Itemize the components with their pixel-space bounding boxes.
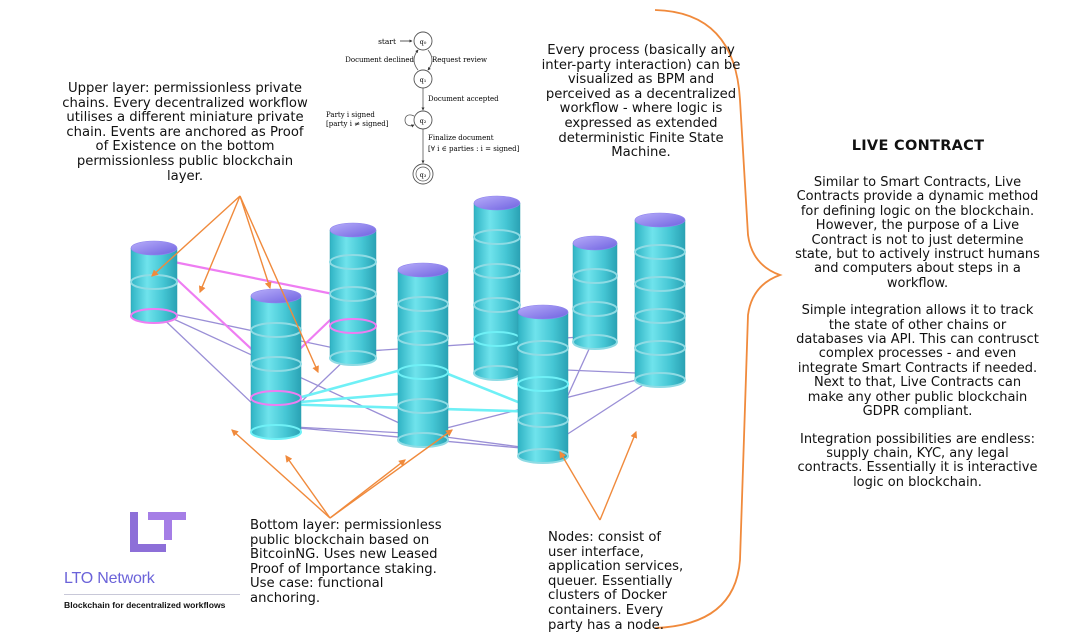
lto-logo-icon [130,512,186,552]
barrel-ring [517,376,569,392]
barrel-ring [634,308,686,324]
barrel-ring [517,448,569,464]
callout-arrow [231,429,331,519]
barrel-ring [473,263,521,279]
barrel-ring [634,244,686,260]
brand-name: LTO Network [64,570,155,587]
barrel-ring [397,432,449,448]
node-stack [634,212,686,388]
barrel-top [634,212,686,228]
fsm-state-q1-label: q₁ [420,76,427,84]
fsm-edge-self-loop [404,114,415,128]
nodes-annotation: Nodes: consist of user interface, applic… [548,530,684,633]
fsm-label-document-accepted: Document accepted [428,95,499,103]
barrel-ring [634,372,686,388]
node-stack [473,195,521,381]
barrel-ring [634,340,686,356]
barrel-top [250,288,302,304]
barrel-ring [329,254,377,270]
barrel-top [397,262,449,278]
fsm-edge-review [427,49,433,71]
barrel-top [517,304,569,320]
callout-arrow [285,455,331,519]
fsm-accept-ring [415,166,431,182]
fsm-label-finalize-condition: [∀ i ∈ parties : i = signed] [428,145,520,153]
callout-arrow [151,195,241,277]
barrel-ring [397,398,449,414]
node-stacks [130,195,686,464]
live-contract-paragraph-3: Integration possibilities are endless: s… [797,431,1038,490]
fsm-edge-declined [413,49,419,71]
live-contract-title: LIVE CONTRACT [851,138,985,154]
barrel-ring [473,297,521,313]
fsm-label-finalize: Finalize document [428,134,494,142]
fsm-label-request-review: Request review [432,56,487,64]
barrel-ring [250,356,302,372]
fsm-start-label: start [378,37,396,46]
upper-layer-annotation: Upper layer: permissionless private chai… [62,81,308,184]
bottom-layer-annotation: Bottom layer: permissionless public bloc… [250,518,442,606]
fsm-state-q3-label: q₃ [420,171,427,179]
finite-state-machine: start q₀ q₁ q₂ q₃ Request review Documen… [326,31,520,185]
callout-arrow [599,430,638,521]
node-stack [572,235,618,350]
callout-arrows [151,195,638,521]
barrel-top [572,235,618,251]
barrel-ring [329,318,377,334]
barrel-ring [572,334,618,350]
barrel-top [329,222,377,238]
fsm-state-q2-label: q₂ [420,117,427,125]
callout-arrow [329,429,453,519]
live-contract-body: Similar to Smart Contracts, Live Contrac… [795,175,1040,503]
barrel-ring [517,412,569,428]
callout-arrow [239,195,319,374]
fsm-label-party-signed: Party i signed [326,111,375,119]
live-contract-paragraph-1: Similar to Smart Contracts, Live Contrac… [795,175,1040,291]
node-stack [397,262,449,448]
node-stack [329,222,377,366]
barrel-ring [250,390,302,406]
barrel-ring [329,286,377,302]
barrel-ring [250,322,302,338]
fsm-state-q0 [413,31,433,51]
node-stack [130,240,178,324]
node-stack [250,288,302,440]
brand-tagline: Blockchain for decentralized workflows [64,600,226,610]
barrel-ring [130,308,178,324]
barrel-ring [329,350,377,366]
barrel-ring [572,301,618,317]
live-contract-brace [654,9,783,629]
barrel-ring [572,268,618,284]
live-contract-paragraph-2: Simple integration allows it to track th… [796,303,1039,420]
barrel-ring [397,364,449,380]
callout-arrow [559,450,601,521]
fsm-state-q0-label: q₀ [420,38,427,46]
process-annotation: Every process (basically any inter-party… [541,43,741,161]
barrel-top [130,240,178,256]
private-link [153,256,354,300]
barrel-top [473,195,521,211]
barrel-ring [397,296,449,312]
callout-arrow [199,195,241,294]
node-stack [517,304,569,464]
fsm-label-document-declined: Document declined [345,56,414,64]
callout-arrow [239,195,272,290]
barrel-ring [634,276,686,292]
brand-divider [64,594,240,595]
barrel-ring [397,330,449,346]
fsm-label-party-not-signed: [party i ≠ signed] [326,120,389,128]
barrel-ring [517,340,569,356]
barrel-ring [473,229,521,245]
barrel-ring [250,424,302,440]
